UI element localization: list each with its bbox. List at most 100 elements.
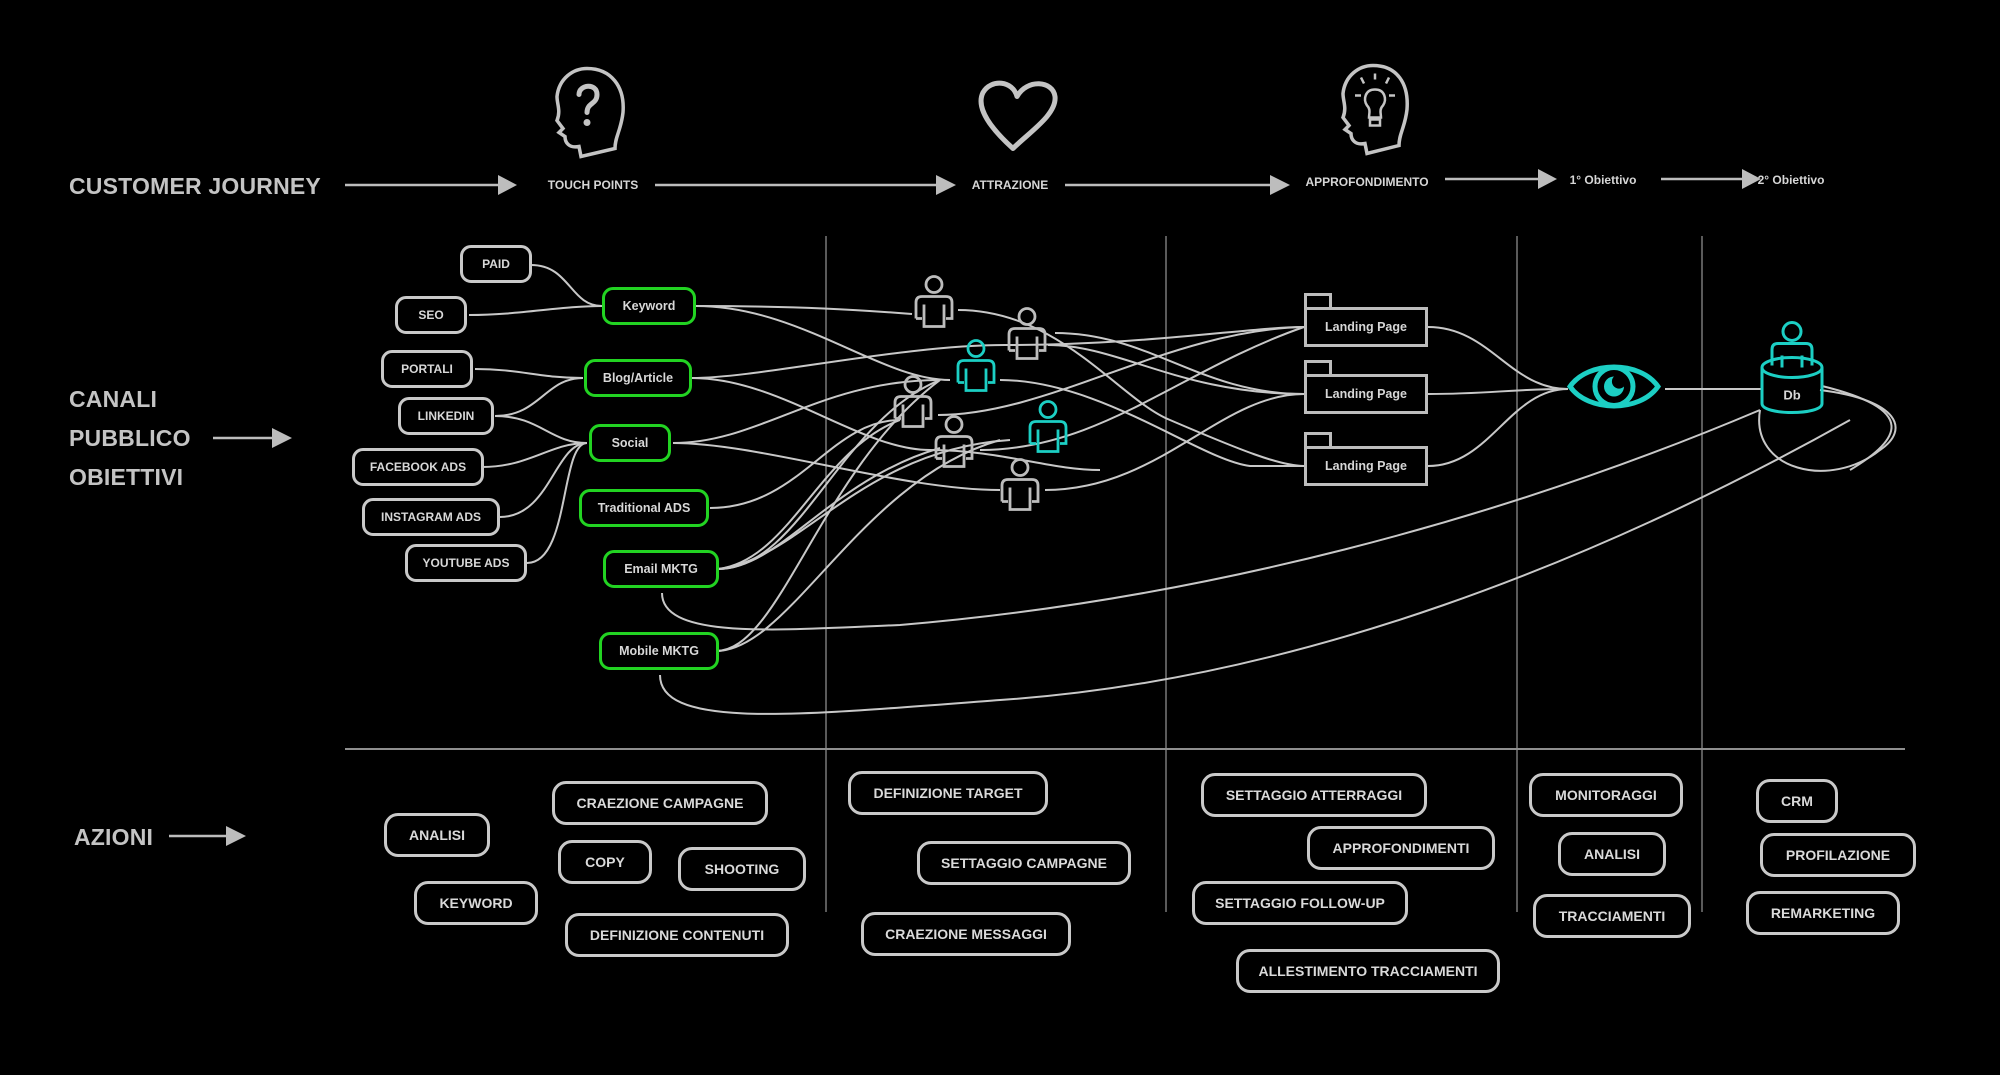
stage-touch-points: TOUCH POINTS [547,178,639,192]
source-linkedin[interactable]: LINKEDIN [398,397,494,435]
link [661,409,1761,631]
landing-page-label: Landing Page [1325,459,1407,473]
source-portali[interactable]: PORTALI [381,350,473,388]
person-icon [1003,307,1051,370]
folder-tab [1304,293,1332,310]
channel-mobile-mktg[interactable]: Mobile MKTG [599,632,719,670]
link-linkedin-blog [494,377,584,417]
action-shooting[interactable]: SHOOTING [678,847,806,891]
link [709,419,901,509]
canali-title: CANALI [69,386,158,412]
folder-tab [1304,360,1332,377]
link [717,447,941,570]
channel-blog-article[interactable]: Blog/Article [584,359,692,397]
link [691,326,1305,379]
arrowhead [1270,175,1290,195]
channel-email-mktg[interactable]: Email MKTG [603,550,719,588]
folder-tab [1304,432,1332,449]
arrowhead [498,175,517,195]
action-definizione-contenuti[interactable]: DEFINIZIONE CONTENUTI [565,913,789,957]
arrowhead [1538,169,1557,189]
link [937,326,1305,416]
link [979,326,1305,451]
source-links [468,264,603,564]
action-creazione-messaggi[interactable]: CRAEZIONE MESSAGGI [861,912,1071,956]
action-allestimento-tracciamenti[interactable]: ALLESTIMENTO TRACCIAMENTI [1236,949,1500,993]
link [1821,385,1893,471]
stage-dividers [825,236,1703,912]
action-settaggio-atterraggi[interactable]: SETTAGGIO ATTERRAGGI [1201,773,1427,817]
action-profilazione[interactable]: PROFILAZIONE [1760,833,1916,877]
arrowhead [936,175,956,195]
link [1758,389,1897,472]
link [1054,332,1305,395]
link-lp2-eye [1427,388,1569,395]
arrowhead [226,826,246,846]
person-icon [930,415,978,478]
action-creazione-campagne[interactable]: CRAEZIONE CAMPAGNE [552,781,768,825]
person-icon [910,275,958,338]
link-youtube-social [526,442,588,564]
link [957,309,1305,467]
action-copy[interactable]: COPY [558,840,652,884]
link-seo-keyword [468,305,603,316]
db-label: Db [1783,387,1801,403]
arrowhead [272,428,292,448]
landing-page-2[interactable]: Landing Page [1304,360,1428,414]
link-portali-blog [474,368,584,379]
link [672,442,1001,491]
link [672,379,941,444]
channel-keyword[interactable]: Keyword [602,287,696,325]
person-icon [996,458,1044,521]
person-icon-highlighted [952,339,1000,402]
channel-links [659,305,1897,715]
action-keyword[interactable]: KEYWORD [414,881,538,925]
landing-page-3[interactable]: Landing Page [1304,432,1428,486]
database-user-icon [1756,320,1828,425]
landing-page-label: Landing Page [1325,387,1407,401]
link-lp1-eye [1427,326,1569,390]
link [659,419,1851,715]
azioni-title: AZIONI [74,824,154,850]
source-youtube-ads[interactable]: YOUTUBE ADS [405,544,527,582]
action-remarketing[interactable]: REMARKETING [1746,891,1900,935]
source-instagram-ads[interactable]: INSTAGRAM ADS [362,498,500,536]
source-facebook-ads[interactable]: FACEBOOK ADS [352,448,484,486]
link-facebook-social [481,442,588,468]
link [691,377,1101,471]
action-definizione-target[interactable]: DEFINIZIONE TARGET [848,771,1048,815]
obiettivi-title: OBIETTIVI [69,464,184,490]
source-paid[interactable]: PAID [460,245,532,283]
channel-social[interactable]: Social [589,424,671,462]
action-crm[interactable]: CRM [1756,779,1838,823]
action-analisi[interactable]: ANALISI [384,813,490,857]
link-lp3-eye [1427,388,1569,467]
person-icon [889,375,937,438]
landing-page-1[interactable]: Landing Page [1304,293,1428,347]
link [717,439,1011,570]
link [715,439,1001,652]
heart-icon [973,75,1061,160]
eye-icon [1566,355,1662,424]
link [715,379,941,652]
source-seo[interactable]: SEO [395,296,467,334]
head-question-icon [545,65,629,166]
link-paid-keyword [530,264,603,307]
action-approfondimenti[interactable]: APPROFONDIMENTI [1307,826,1495,870]
stage-obiettivo-1: 1° Obiettivo [1569,173,1637,187]
person-icon-highlighted [1024,400,1072,463]
action-monitoraggi[interactable]: MONITORAGGI [1529,773,1683,817]
customer-journey-title: CUSTOMER JOURNEY [69,173,321,199]
landing-page-label: Landing Page [1325,320,1407,334]
action-tracciamenti[interactable]: TRACCIAMENTI [1533,894,1691,938]
action-analisi-obiettivo[interactable]: ANALISI [1558,832,1666,876]
link-instagram-social [499,442,588,518]
action-settaggio-campagne[interactable]: SETTAGGIO CAMPAGNE [917,841,1131,885]
objective-links [1427,326,1762,467]
channel-traditional-ads[interactable]: Traditional ADS [579,489,709,527]
stage-attrazione: ATTRAZIONE [971,178,1049,192]
head-lightbulb-icon [1329,62,1413,163]
action-settaggio-follow-up[interactable]: SETTAGGIO FOLLOW-UP [1192,881,1408,925]
link [999,379,1304,467]
